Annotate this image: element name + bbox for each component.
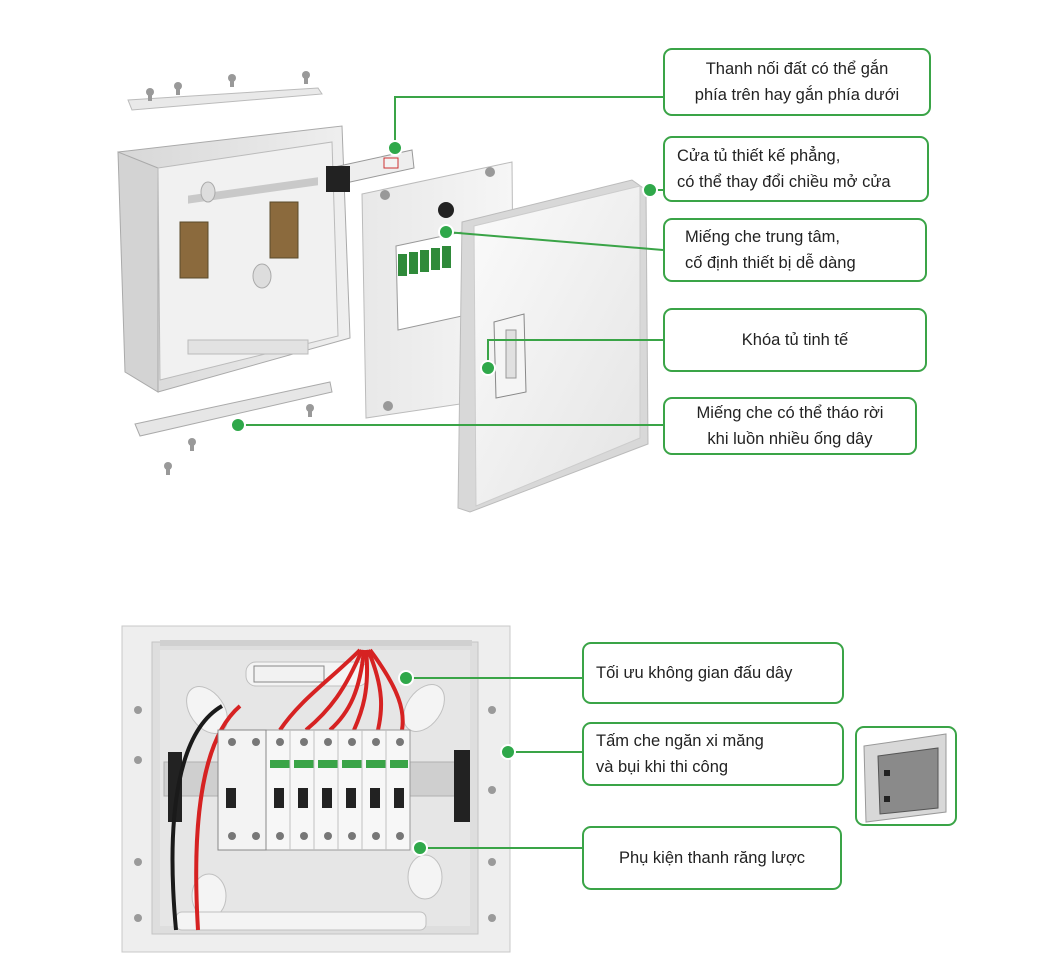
earth-bar-left xyxy=(168,752,182,822)
dust-plate-thumbnail xyxy=(855,726,957,826)
callout-comb-busbar-line-1: Phụ kiện thanh răng lược xyxy=(618,849,806,867)
callout-earth-bar-line-2: phía trên hay gắn phía dưới xyxy=(694,86,900,104)
top-cover-plate xyxy=(127,87,323,111)
callout-earth-bar-line-1: Thanh nối đất có thể gắn xyxy=(705,60,889,78)
callout-lock: Khóa tủ tinh tế xyxy=(663,308,927,372)
screws-bottom xyxy=(164,404,314,475)
bottom-removable-plate xyxy=(134,381,333,437)
callout-lock-line-1: Khóa tủ tinh tế xyxy=(741,331,849,349)
callout-wiring-space: Tối ưu không gian đấu dây xyxy=(582,642,844,704)
earth-bar xyxy=(326,149,415,192)
callout-flat-door-line-1: Cửa tủ thiết kế phẳng, xyxy=(677,147,841,165)
callout-dust-plate-line-2: và bụi khi thi công xyxy=(596,758,729,776)
exploded-leader-dots xyxy=(230,140,658,433)
front-leaders xyxy=(406,677,582,849)
callout-removable-cover: Miếng che có thể tháo rời khi luồn nhiều… xyxy=(663,397,917,455)
earth-bar-right xyxy=(454,750,470,822)
frame-screws xyxy=(134,706,496,922)
callout-removable-cover-line-2: khi luồn nhiều ống dây xyxy=(707,430,873,448)
callout-flat-door-line-2: có thể thay đổi chiều mở cửa xyxy=(677,173,891,191)
callout-wiring-space-line-1: Tối ưu không gian đấu dây xyxy=(596,664,793,682)
exploded-view-illustration xyxy=(117,71,649,513)
callout-center-cover: Miếng che trung tâm, cố định thiết bị dễ… xyxy=(663,218,927,282)
callout-comb-busbar: Phụ kiện thanh răng lược xyxy=(582,826,842,890)
callout-dust-plate: Tấm che ngăn xi măng và bụi khi thi công xyxy=(582,722,844,786)
front-view-illustration xyxy=(121,625,511,953)
enclosure-back-box xyxy=(117,125,351,393)
breaker-window-slots xyxy=(398,246,451,276)
callout-center-cover-line-1: Miếng che trung tâm, xyxy=(685,228,840,246)
wiring xyxy=(170,648,405,931)
callout-dust-plate-line-1: Tấm che ngăn xi măng xyxy=(596,732,764,750)
screws-top xyxy=(146,71,310,101)
front-leader-dots xyxy=(398,670,516,856)
front-door xyxy=(457,179,649,513)
breaker-row xyxy=(217,729,411,851)
callout-removable-cover-line-1: Miếng che có thể tháo rời xyxy=(696,404,884,422)
exploded-leaders xyxy=(238,96,664,426)
callout-flat-door: Cửa tủ thiết kế phẳng, có thể thay đổi c… xyxy=(663,136,929,202)
callout-earth-bar: Thanh nối đất có thể gắn phía trên hay g… xyxy=(663,48,931,116)
callout-center-cover-line-2: cố định thiết bị dễ dàng xyxy=(685,254,856,272)
